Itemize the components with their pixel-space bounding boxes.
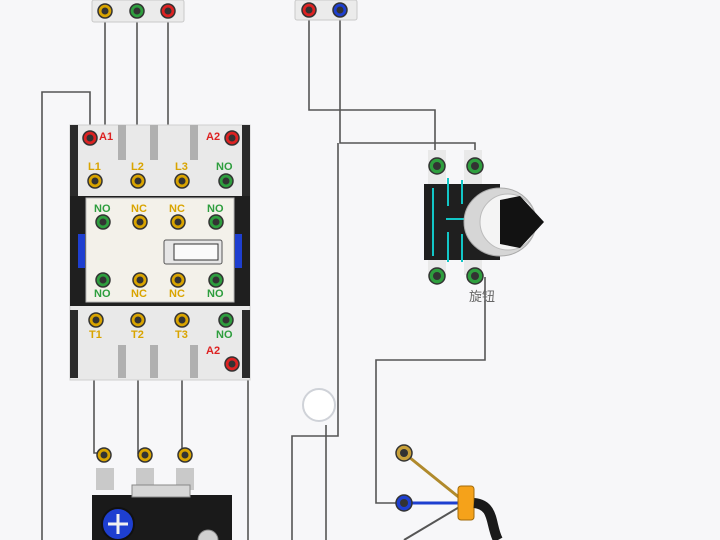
thermal-overload-relay [92, 447, 232, 540]
selector-switch-label: 旋钮 [469, 289, 496, 304]
supply-terminal-block-2p [294, 0, 358, 21]
wire-supply-left [308, 12, 436, 165]
label-t2: T2 [131, 329, 144, 341]
wire-supply-right [339, 12, 476, 165]
label-no-top: NO [216, 161, 233, 173]
selector-switch [424, 150, 544, 285]
label-aux-bottom-1: NO [94, 288, 111, 300]
label-aux-top-2: NC [131, 203, 147, 215]
label-l3: L3 [175, 161, 188, 173]
label-aux-bottom-4: NO [207, 288, 224, 300]
label-no-bottom: NO [216, 329, 233, 341]
wire-bottom-loop [291, 143, 339, 540]
label-a2-bottom: A2 [206, 345, 221, 357]
label-a1: A1 [99, 131, 114, 143]
label-t3: T3 [175, 329, 188, 341]
knob-handle-icon [500, 196, 544, 248]
label-aux-bottom-2: NC [131, 288, 147, 300]
supply-terminal-block-3p [91, 0, 185, 23]
label-a2-top: A2 [206, 131, 221, 143]
pilot-lamp [302, 388, 336, 422]
contactor-terminals [82, 130, 240, 372]
wire-a1-feed [41, 91, 91, 540]
contactor [69, 124, 251, 381]
label-l1: L1 [88, 161, 101, 173]
label-l2: L2 [131, 161, 144, 173]
label-aux-top-1: NO [94, 203, 111, 215]
label-t1: T1 [89, 329, 102, 341]
label-aux-top-3: NC [169, 203, 185, 215]
label-aux-bottom-3: NC [169, 288, 185, 300]
wire-switch-out [375, 277, 486, 504]
wires [41, 12, 486, 540]
label-aux-top-4: NO [207, 203, 224, 215]
bottom-right-device [395, 444, 503, 540]
